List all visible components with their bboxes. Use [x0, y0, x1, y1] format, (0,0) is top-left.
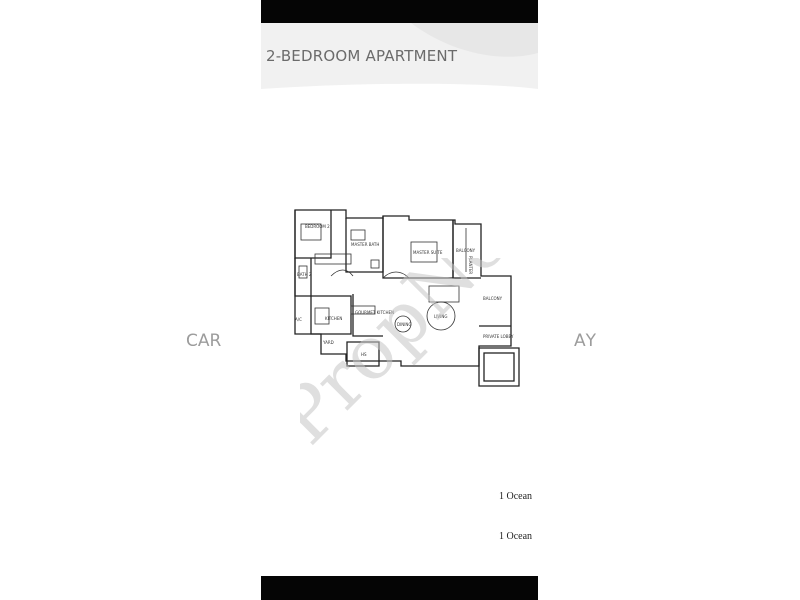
room-label-living: LIVING: [434, 314, 447, 319]
watermark-letter-4: A: [573, 331, 586, 351]
bath2-walls: [294, 258, 312, 297]
caption-2: 1 Ocean: [499, 531, 533, 542]
master-suite-walls: [382, 216, 454, 279]
room-label-ac: A/C: [295, 317, 302, 322]
lift-lobby: [478, 347, 520, 387]
room-label-private-lobby: PRIVATE LOBBY: [483, 334, 514, 339]
room-label-balcony-right: BALCONY: [483, 296, 503, 301]
room-label-planter: PLANTER: [468, 256, 473, 274]
room-label-kitchen: KITCHEN: [325, 316, 342, 321]
door-swing-icon-2: [330, 269, 354, 277]
room-label-dining: DINING: [397, 322, 412, 327]
door-swing-icon: [382, 271, 410, 279]
top-black-bar: [261, 0, 538, 23]
floor-plan: BEDROOM 2 MASTER BATH MASTER SUITE BALCO…: [294, 209, 520, 387]
balcony-top-walls: [452, 220, 481, 279]
fridge-icon: [314, 307, 330, 325]
basin-icon: [370, 259, 380, 269]
room-label-master-bath: MASTER BATH: [351, 242, 379, 247]
room-label-master-suite: MASTER SUITE: [413, 250, 443, 255]
room-label-hs: HS: [361, 352, 367, 357]
dining-table-icon: [394, 315, 412, 333]
watermark-letter-3: R: [209, 331, 222, 351]
room-label-bath2: BATH 2: [297, 272, 312, 277]
decorative-swoosh: [261, 23, 538, 89]
watermark-letter-5: Y: [585, 331, 596, 351]
room-label-bedroom2: BEDROOM 2: [305, 224, 330, 229]
brochure-panel: 2-BEDROOM APARTMENT: [261, 23, 538, 576]
kitchen-counter-icon: [350, 305, 376, 315]
sofa-icon: [428, 285, 460, 303]
caption-1: 1 Ocean: [499, 491, 533, 502]
hs-walls: [346, 341, 380, 367]
room-label-gourmet-kitchen: GOURMET KITCHEN: [355, 310, 394, 315]
bedroom2-walls: [294, 210, 332, 259]
toilet-icon: [298, 265, 308, 279]
bed-2-icon: [300, 223, 322, 241]
gourmet-walls: [352, 294, 383, 337]
kitchen-walls: [310, 295, 352, 335]
watermark-letter-1: C: [186, 331, 198, 351]
master-bed-icon: [410, 241, 438, 263]
wardrobe-icon: [314, 253, 352, 265]
bottom-black-bar: [261, 576, 538, 600]
room-label-yard: YARD: [322, 340, 334, 345]
room-label-balcony-top: BALCONY: [456, 248, 476, 253]
page-title: 2-BEDROOM APARTMENT: [266, 47, 458, 65]
watermark-letter-2: A: [197, 331, 210, 351]
bathtub-icon: [350, 229, 366, 241]
